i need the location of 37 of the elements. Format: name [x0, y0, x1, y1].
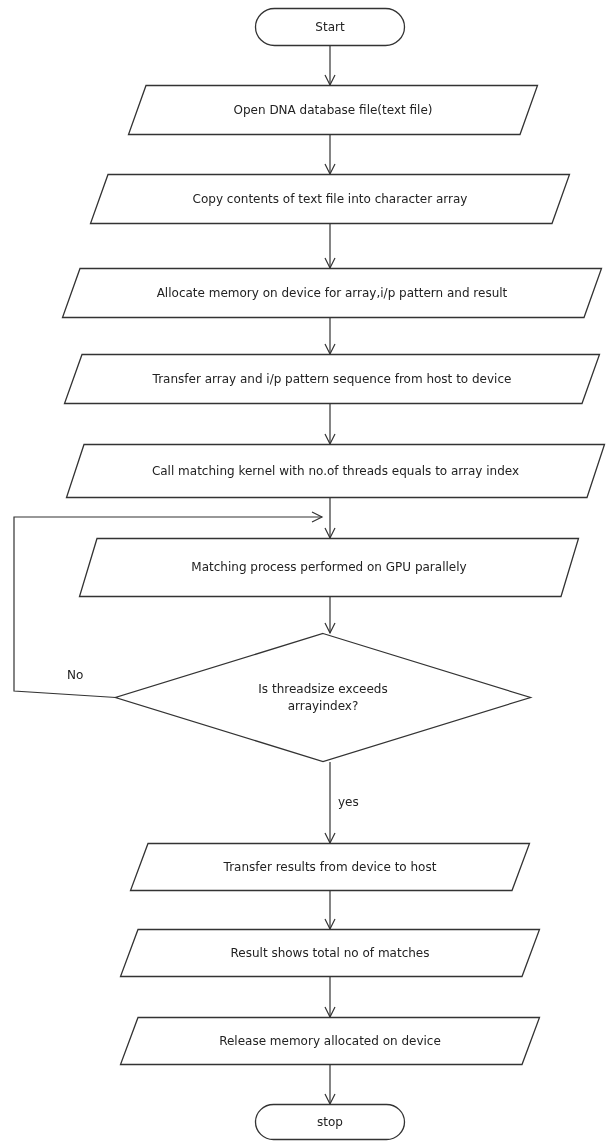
arrow [324, 317, 336, 355]
io-parallelogram [120, 1017, 540, 1065]
arrow [324, 890, 336, 930]
arrow [324, 403, 336, 445]
step-text: Call matching kernel with no.of threads equals to array index [151, 462, 520, 480]
arrow [324, 761, 336, 844]
step-text: Matching process performed on GPU parallely [191, 559, 467, 576]
arrow [324, 45, 336, 86]
terminal-shape [255, 8, 405, 46]
arrow [324, 223, 336, 269]
io-parallelogram [130, 843, 530, 891]
io-parallelogram [62, 268, 602, 318]
step-text: Transfer results from device to host [223, 858, 437, 876]
io-parallelogram [90, 174, 570, 224]
arrow [324, 1064, 336, 1105]
arrow [324, 596, 336, 634]
step-text: Transfer array and i/p pattern sequence from host to device [152, 370, 512, 388]
io-parallelogram [64, 354, 600, 404]
step-text: Open DNA database file(text file) [233, 101, 433, 119]
step-text: Allocate memory on device for array,i/p pattern and result [156, 284, 508, 302]
decision-diamond [115, 633, 531, 762]
step-text: Result shows total no of matches [230, 944, 430, 962]
step-text: Copy contents of text file into character array [192, 190, 468, 208]
io-parallelogram [66, 444, 605, 498]
io-parallelogram [120, 929, 540, 977]
arrow [324, 134, 336, 175]
decision-text: Is threadsize exceeds arrayindex? [257, 681, 389, 714]
step-text: Start [315, 18, 345, 36]
arrow [13, 511, 323, 699]
io-parallelogram [128, 85, 538, 135]
step-text: stop [317, 1113, 343, 1131]
terminal-shape [255, 1104, 405, 1140]
step-text: Release memory allocated on device [219, 1032, 441, 1050]
io-parallelogram [79, 538, 579, 597]
arrow [324, 976, 336, 1018]
edge-label: No [66, 668, 85, 682]
arrow [324, 497, 336, 539]
